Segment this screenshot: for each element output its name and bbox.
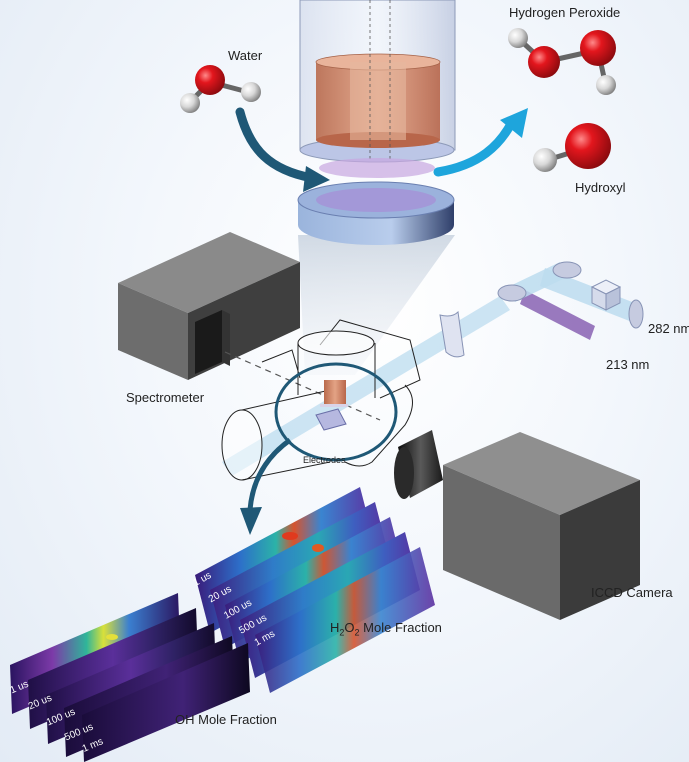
electrode-top [324, 380, 346, 405]
zoom-arrow [240, 507, 262, 535]
output-lens [628, 299, 644, 329]
mirror-upper [552, 261, 582, 279]
products-out-arrow [433, 117, 517, 177]
reactor-cylinder [299, 0, 456, 178]
focusing-lens [297, 181, 455, 245]
hydrogen-peroxide-label: Hydrogen Peroxide [509, 5, 621, 20]
iccd-camera-label: ICCD Camera [591, 585, 673, 600]
water-molecule [180, 65, 261, 113]
h2o2-image-stack [195, 487, 435, 693]
oh-mole-fraction-label: OH Mole Fraction [175, 712, 277, 727]
cell-zoom-circle [274, 362, 398, 462]
laser-213-label: 213 nm [606, 357, 650, 372]
spectrometer-label: Spectrometer [126, 390, 205, 405]
water-in-arrow [235, 107, 317, 183]
oh-image-stack [10, 593, 250, 762]
hydroxyl-label: Hydroxyl [575, 180, 626, 195]
hydroxyl-molecule [533, 123, 611, 172]
electrode-bottom [315, 408, 347, 431]
reaction-cell [221, 319, 421, 481]
beam-splitter-cube [590, 279, 622, 311]
spectrometer [118, 232, 300, 380]
mirror-lower [497, 284, 527, 302]
laser-main-beam [222, 296, 510, 476]
hydrogen-peroxide-molecule [508, 28, 616, 95]
laser-213-beam [520, 290, 595, 340]
water-label: Water [228, 48, 263, 63]
cylindrical-lens [439, 310, 465, 358]
h2o2-mole-fraction-label: H2O2 Mole Fraction [330, 620, 442, 638]
electrodes-label: Electrodes [303, 455, 346, 465]
iccd-camera [394, 430, 640, 620]
laser-282-label: 282 nm [648, 321, 689, 336]
